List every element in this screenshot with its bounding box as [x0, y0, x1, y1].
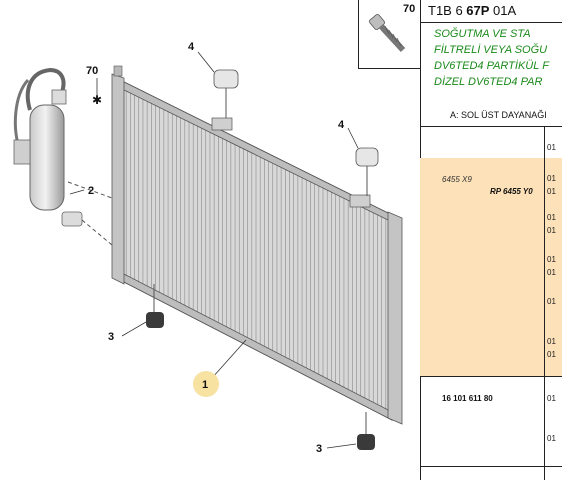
- screw-thumbnail[interactable]: 70: [358, 0, 421, 69]
- qty-mark: 01: [547, 337, 556, 346]
- qty-mark: 01: [547, 187, 556, 196]
- qty-mark: 01: [547, 213, 556, 222]
- parts-list-panel: T1B 6 67P 01A SOĞUTMA VE STA FİLTRELİ VE…: [420, 0, 562, 480]
- description-line-1: SOĞUTMA VE STA: [434, 28, 531, 40]
- subheader-note: A: SOL ÜST DAYANAĞI: [450, 110, 547, 120]
- receiver-drier[interactable]: [13, 67, 67, 211]
- description-line-2: FİLTRELİ VEYA SOĞU: [434, 44, 548, 56]
- condenser-side-tank-left: [111, 65, 125, 285]
- callout-1-highlight: [193, 371, 219, 397]
- mounting-pad-upper-left[interactable]: [213, 69, 239, 118]
- description-line-4: DİZEL DV6TED4 PAR: [434, 76, 543, 88]
- band-reference: 6455 X9: [442, 175, 472, 184]
- qty-mark: 01: [547, 255, 556, 264]
- callout-1[interactable]: 1: [202, 379, 208, 391]
- thumbnail-callout-70: 70: [403, 3, 416, 15]
- screw-marker: ✱: [92, 93, 102, 107]
- assembly-code: T1B 6 67P 01A: [428, 3, 517, 18]
- leader-lines: [69, 51, 359, 449]
- callout-4-upper-left[interactable]: 4: [188, 41, 195, 53]
- band-bottom-rule: [420, 376, 562, 377]
- svg-text:✱: ✱: [92, 93, 102, 107]
- callout-4-upper-right[interactable]: 4: [338, 119, 345, 131]
- subheader-rule: [420, 126, 562, 127]
- qty-mark: 01: [547, 350, 556, 359]
- highlight-band: [420, 158, 562, 376]
- parts-diagram: ✱ 70 4 4 2 3 3 1: [13, 41, 403, 455]
- qty-mark: 01: [547, 394, 556, 403]
- description-line-3: DV6TED4 PARTİKÜL F: [434, 60, 549, 72]
- condenser-core[interactable]: [119, 79, 393, 421]
- callout-3-right[interactable]: 3: [316, 443, 322, 455]
- part-number[interactable]: 16 101 611 80: [442, 394, 493, 403]
- panel-header-rule: [420, 22, 562, 23]
- callout-3-left[interactable]: 3: [108, 331, 114, 343]
- rubber-foot-left[interactable]: [146, 284, 164, 328]
- rubber-foot-right[interactable]: [357, 412, 375, 450]
- qty-mark: 01: [547, 434, 556, 443]
- qty-mark: 01: [547, 226, 556, 235]
- callout-2[interactable]: 2: [88, 185, 94, 197]
- callout-70[interactable]: 70: [86, 65, 98, 77]
- band-reference-bold: RP 6455 Y0: [490, 187, 533, 196]
- condenser-bracket-top: [211, 117, 371, 208]
- screw-icon: [368, 13, 406, 53]
- panel-divider-qty: [544, 126, 545, 480]
- condenser-side-tank-right: [387, 211, 403, 425]
- qty-mark: 01: [547, 297, 556, 306]
- qty-mark: 01: [547, 268, 556, 277]
- qty-mark: 01: [547, 174, 556, 183]
- mounting-pad-upper-right[interactable]: [355, 147, 379, 196]
- qty-mark: 01: [547, 143, 556, 152]
- panel-bottom-rule: [420, 466, 562, 467]
- drier-fitting[interactable]: [61, 211, 113, 246]
